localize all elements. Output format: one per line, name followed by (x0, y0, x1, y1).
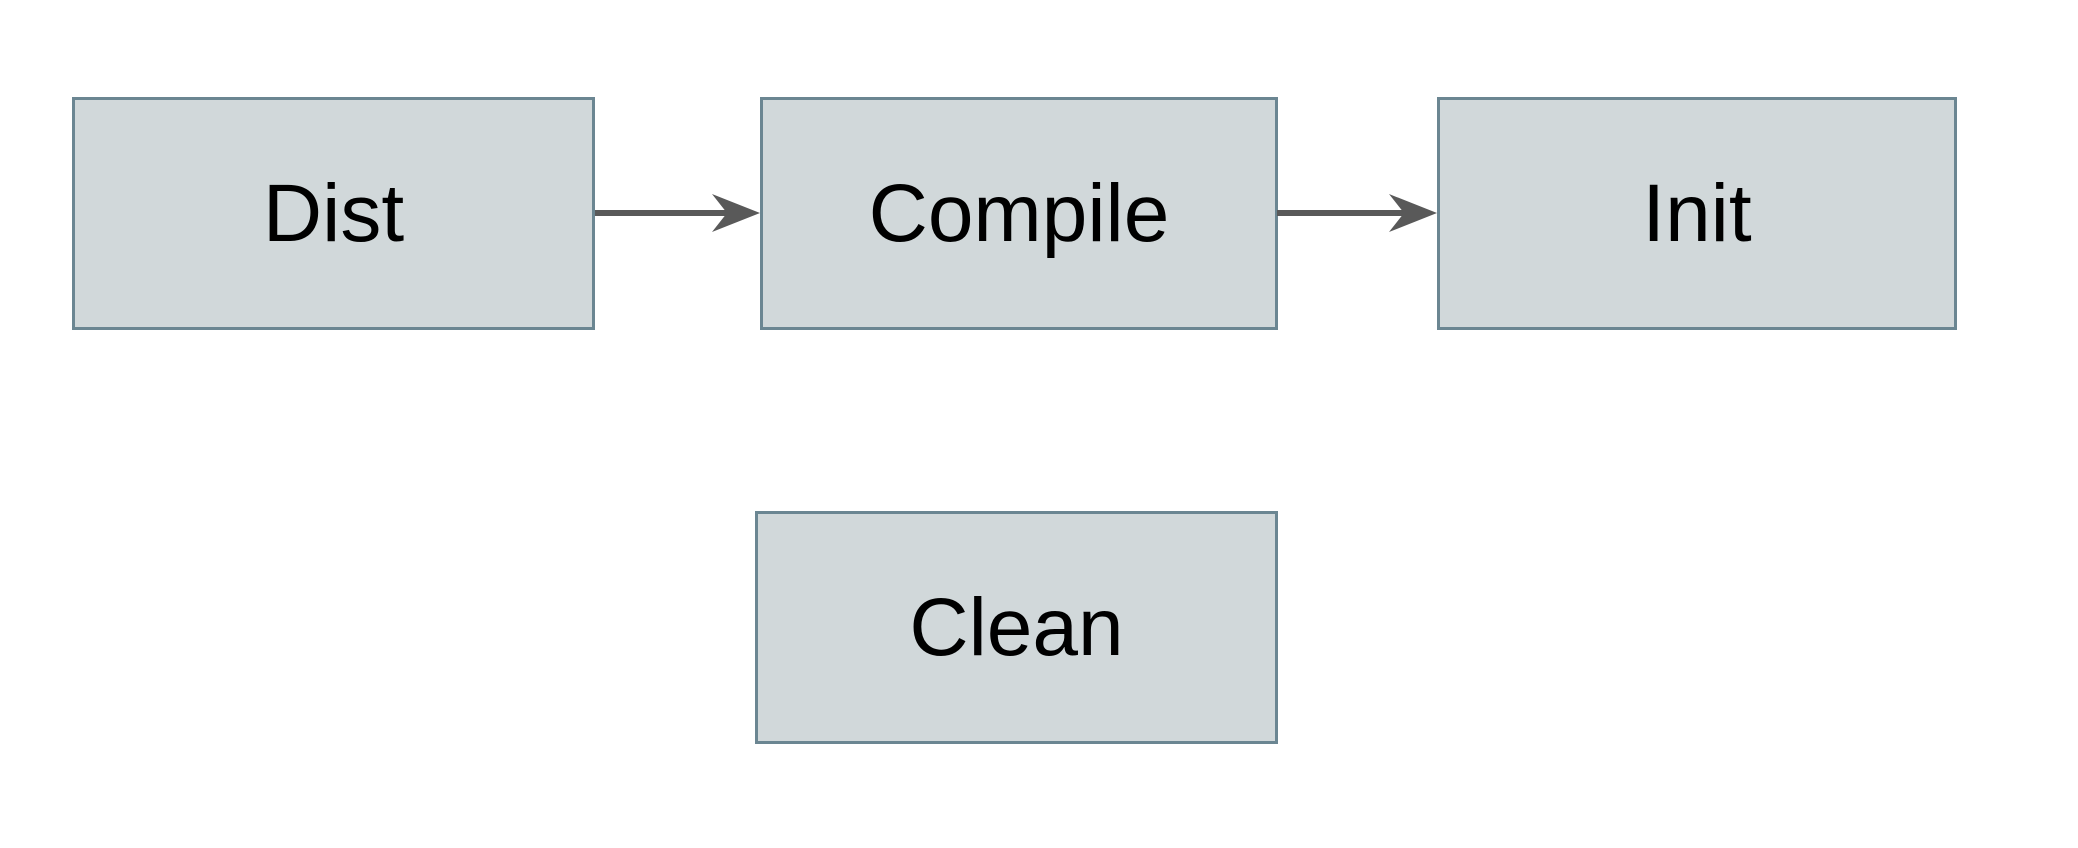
arrowhead-icon (712, 194, 760, 232)
node-init-label: Init (1642, 167, 1752, 259)
arrowhead-icon (1389, 194, 1437, 232)
node-dist-label: Dist (262, 167, 405, 259)
node-dist[interactable]: Dist (72, 97, 595, 330)
node-init[interactable]: Init (1437, 97, 1957, 330)
node-clean[interactable]: Clean (755, 511, 1278, 744)
arrow-compile-to-init (1277, 194, 1437, 232)
arrow-dist-to-compile (595, 194, 760, 232)
node-compile-label: Compile (868, 167, 1170, 259)
node-compile[interactable]: Compile (760, 97, 1278, 330)
node-clean-label: Clean (909, 581, 1124, 673)
